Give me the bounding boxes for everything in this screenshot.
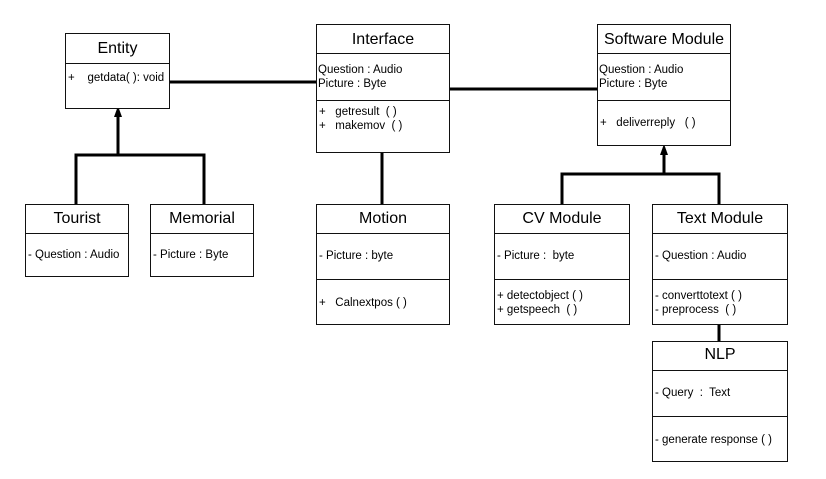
text-module-methods: - converttotext ( ) - preprocess ( ) — [653, 279, 787, 317]
nlp-attributes: - Query : Text — [653, 370, 787, 400]
nlp-class[interactable]: NLP - Query : Text - generate response (… — [652, 341, 788, 462]
text-module-method: - converttotext ( ) — [655, 290, 742, 302]
text-module-class-name: Text Module — [676, 210, 764, 227]
nlp-methods: - generate response ( ) — [653, 416, 787, 447]
interface-attribute: Question : Audio — [318, 64, 403, 76]
tourist-class-name: Tourist — [53, 210, 101, 227]
memorial-attribute: - Picture : Byte — [153, 249, 229, 261]
motion-method: + Calnextpos ( ) — [319, 297, 407, 309]
text-generalization-line — [664, 172, 721, 204]
cv-module-class[interactable]: CV Module - Picture : byte + detectobjec… — [494, 204, 630, 325]
entity-class[interactable]: Entity + getdata( ): void — [65, 33, 170, 109]
software-module-class-name: Software Module — [603, 31, 725, 48]
motion-class[interactable]: Motion - Picture : byte + Calnextpos ( ) — [316, 204, 450, 325]
text-module-attributes: - Question : Audio — [653, 233, 787, 263]
tourist-class[interactable]: Tourist - Question : Audio — [25, 204, 129, 277]
cv-module-methods: + detectobject ( ) + getspeech ( ) — [495, 279, 629, 317]
cv-generalization-line — [560, 155, 666, 204]
nlp-class-name: NLP — [704, 346, 736, 363]
cv-module-attribute: - Picture : byte — [497, 250, 575, 262]
entity-class-name: Entity — [97, 40, 138, 57]
memorial-class-name: Memorial — [169, 210, 235, 227]
interface-methods: + getresult ( ) + makemov ( ) — [317, 100, 449, 133]
software-module-attribute: Question : Audio — [599, 64, 684, 76]
software-module-attribute: Picture : Byte — [599, 78, 668, 90]
tourist-generalization-line — [74, 116, 120, 204]
text-module-attribute: - Question : Audio — [655, 250, 747, 262]
cv-module-class-name: CV Module — [522, 210, 602, 227]
motion-attribute: - Picture : byte — [319, 250, 394, 262]
cv-module-attributes: - Picture : byte — [495, 233, 629, 263]
software-module-class[interactable]: Software Module Question : Audio Picture… — [597, 24, 731, 146]
tourist-attributes: - Question : Audio — [26, 233, 128, 262]
nlp-method: - generate response ( ) — [655, 434, 772, 446]
interface-attribute: Picture : Byte — [318, 78, 387, 90]
nlp-attribute: - Query : Text — [655, 387, 731, 399]
motion-attributes: - Picture : byte — [317, 233, 449, 263]
memorial-attributes: - Picture : Byte — [151, 233, 253, 262]
interface-method: + getresult ( ) — [319, 106, 397, 118]
motion-class-name: Motion — [358, 210, 408, 227]
interface-method: + makemov ( ) — [319, 120, 403, 132]
interface-attributes: Question : Audio Picture : Byte — [317, 53, 449, 91]
software-generalization-arrowhead — [660, 144, 668, 155]
software-module-method: + deliverreply ( ) — [600, 117, 696, 129]
cv-module-method: + getspeech ( ) — [497, 304, 578, 316]
cv-module-method: + detectobject ( ) — [497, 290, 583, 302]
memorial-class[interactable]: Memorial - Picture : Byte — [150, 204, 254, 277]
tourist-attribute: - Question : Audio — [28, 249, 120, 261]
motion-methods: + Calnextpos ( ) — [317, 279, 449, 310]
software-module-attributes: Question : Audio Picture : Byte — [598, 53, 730, 91]
memorial-generalization-line — [118, 153, 206, 204]
entity-generalization-arrowhead — [114, 106, 122, 117]
software-module-methods: + deliverreply ( ) — [598, 100, 730, 130]
interface-class-name: Interface — [351, 31, 415, 48]
interface-class[interactable]: Interface Question : Audio Picture : Byt… — [316, 24, 450, 153]
text-module-method: - preprocess ( ) — [655, 304, 737, 316]
entity-method: + getdata( ): void — [68, 72, 165, 84]
entity-methods: + getdata( ): void — [66, 63, 169, 85]
text-module-class[interactable]: Text Module - Question : Audio - convert… — [652, 204, 788, 325]
